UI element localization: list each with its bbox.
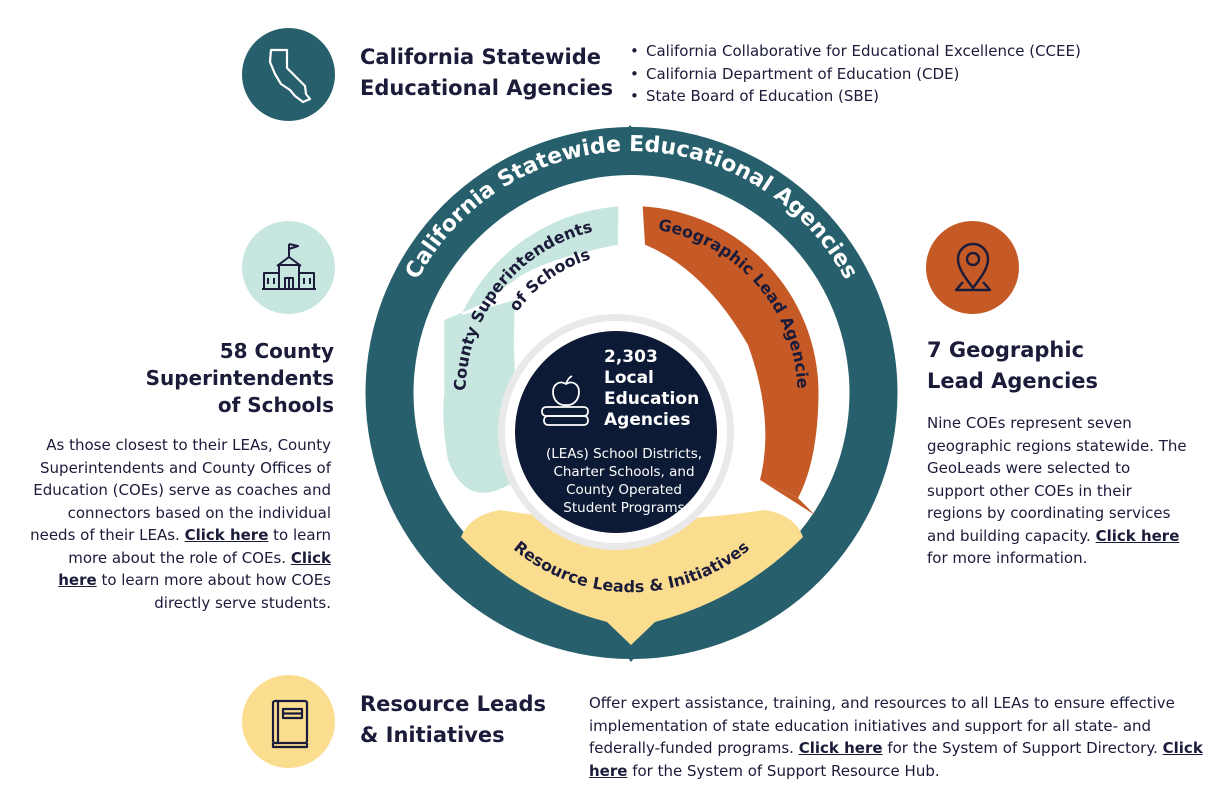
- bottom-icon-circle: [242, 675, 335, 768]
- coe-role-link[interactable]: Click here: [184, 526, 269, 544]
- bullet-sbe: State Board of Education (SBE): [630, 85, 1081, 108]
- bottom-description: Offer expert assistance, training, and r…: [589, 694, 1203, 780]
- coe-students-link[interactable]: Click here: [58, 548, 331, 590]
- geo-band-tail: [760, 480, 815, 515]
- right-description: Nine COEs represent seven geographic reg…: [927, 414, 1187, 567]
- center-title-2: Education: [604, 389, 699, 409]
- school-building-icon: [261, 242, 316, 290]
- right-title: 7 Geographic Lead Agencies: [927, 338, 1099, 393]
- top-icon-circle: [242, 28, 335, 121]
- center-sub-1: (LEAs) School Districts,: [546, 446, 702, 462]
- book-icon: [271, 699, 308, 748]
- left-icon-circle: [242, 221, 335, 314]
- resource-band: [461, 510, 803, 645]
- top-bullet-list: California Collaborative for Educational…: [630, 40, 1081, 108]
- center-count: 2,303: [604, 347, 658, 367]
- center-title-1: Local: [604, 368, 654, 388]
- sos-resource-hub-link[interactable]: Click here: [589, 739, 1203, 780]
- bullet-cde: California Department of Education (CDE): [630, 63, 1081, 86]
- left-description: As those closest to their LEAs, County S…: [30, 436, 331, 612]
- county-band: [444, 206, 619, 393]
- location-pin-icon: [954, 242, 991, 291]
- left-title: 58 County Superintendents of Schools: [145, 339, 334, 417]
- center-circle: [515, 331, 717, 533]
- center-title-3: Agencies: [604, 410, 691, 430]
- right-icon-circle: [926, 221, 1019, 314]
- center-sub-4: Student Programs: [563, 500, 684, 516]
- center-subtext: (LEAs) School Districts, Charter Schools…: [546, 446, 702, 516]
- bottom-title: Resource Leads & Initiatives: [360, 692, 546, 747]
- bullet-ccee: California Collaborative for Educational…: [630, 40, 1081, 63]
- sos-directory-link[interactable]: Click here: [798, 739, 883, 757]
- center-sub-2: Charter Schools, and: [553, 464, 694, 480]
- center-sub-3: County Operated: [566, 482, 682, 498]
- apple-books-icon: [541, 375, 589, 426]
- california-map-icon: [268, 48, 311, 103]
- geo-band: [642, 206, 819, 498]
- top-title: California Statewide Educational Agencie…: [360, 45, 614, 100]
- geoleads-info-link[interactable]: Click here: [1095, 526, 1180, 545]
